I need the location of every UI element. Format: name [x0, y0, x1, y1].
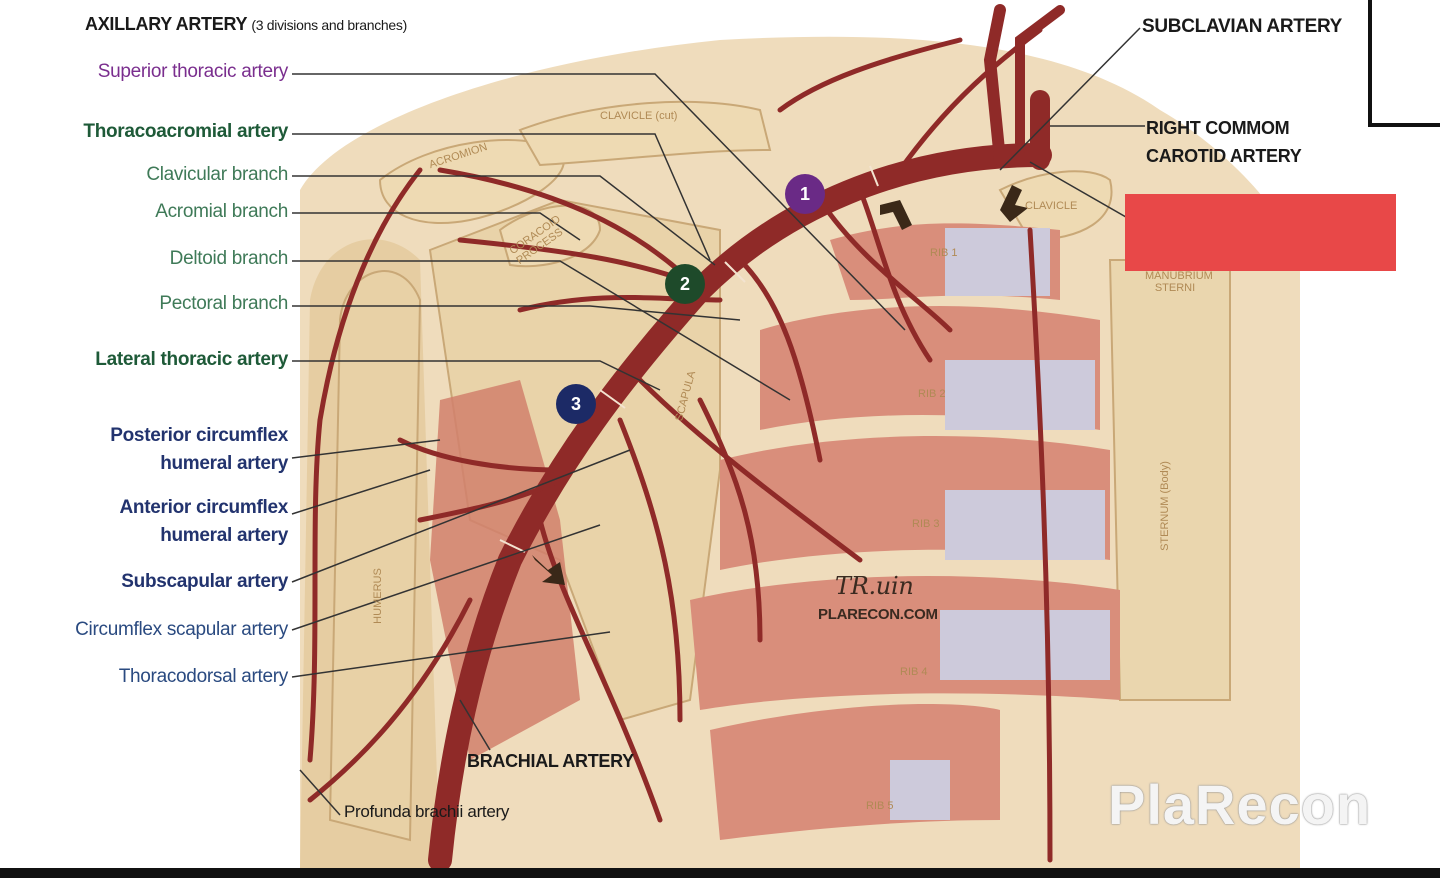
bone-rib1: RIB 1 — [930, 247, 958, 259]
bone-manubrium: MANUBRIUM STERNI — [1145, 270, 1213, 294]
bone-clavicle-left: CLAVICLE (cut) — [600, 110, 678, 122]
bone-rib5: RIB 5 — [866, 800, 894, 812]
label-right-carotid-line2: CAROTID ARTERY — [1146, 146, 1302, 166]
artist-signature: TR.uin — [835, 572, 914, 600]
label-posterior-circumflex-line1: Posterior circumflex — [110, 425, 288, 446]
label-circumflex-scapular: Circumflex scapular artery — [75, 619, 288, 640]
label-clavicular-branch: Clavicular branch — [146, 164, 288, 185]
bone-rib4: RIB 4 — [900, 666, 928, 678]
bone-sternum: STERNUM (Body) — [1158, 461, 1171, 551]
label-brachial: BRACHIAL ARTERY — [467, 751, 634, 771]
label-profunda-brachii: Profunda brachii artery — [344, 802, 510, 821]
label-anterior-circumflex: Anterior circumflex humeral artery — [119, 494, 288, 550]
diagram-title: AXILLARY ARTERY — [85, 14, 248, 34]
label-acromial-branch: Acromial branch — [155, 201, 288, 222]
bone-rib3: RIB 3 — [912, 518, 940, 530]
label-anterior-circumflex-line2: humeral artery — [160, 525, 288, 546]
bone-rib2: RIB 2 — [918, 388, 946, 400]
label-right-carotid-line1: RIGHT COMMOM — [1146, 118, 1290, 138]
label-subscapular: Subscapular artery — [121, 571, 288, 592]
label-posterior-circumflex: Posterior circumflex humeral artery — [110, 422, 288, 478]
label-anterior-circumflex-line1: Anterior circumflex — [119, 497, 288, 518]
label-right-carotid: RIGHT COMMOM CAROTID ARTERY — [1146, 114, 1302, 170]
label-superior-thoracic: Superior thoracic artery — [97, 61, 289, 82]
bone-clavicle-right: CLAVICLE — [1025, 200, 1078, 212]
label-thoracoacromial: Thoracoacromial artery — [83, 121, 288, 142]
label-pectoral-branch: Pectoral branch — [159, 293, 288, 314]
site-credit: PLARECON.COM — [818, 606, 938, 623]
diagram-subtitle: (3 divisions and branches) — [251, 17, 407, 33]
label-deltoid-branch: Deltoid branch — [169, 248, 289, 269]
label-posterior-circumflex-line2: humeral artery — [160, 453, 288, 474]
label-thoracodorsal: Thoracodorsal artery — [118, 666, 289, 687]
division-2-marker: 2 — [665, 264, 705, 304]
redaction-box — [1125, 194, 1396, 271]
division-3-marker: 3 — [556, 384, 596, 424]
bone-humerus: HUMERUS — [371, 568, 384, 624]
division-1-marker: 1 — [785, 174, 825, 214]
watermark-plarecon: PlaRecon — [1108, 773, 1372, 836]
label-subclavian: SUBCLAVIAN ARTERY — [1142, 16, 1343, 37]
label-lateral-thoracic: Lateral thoracic artery — [95, 349, 288, 370]
